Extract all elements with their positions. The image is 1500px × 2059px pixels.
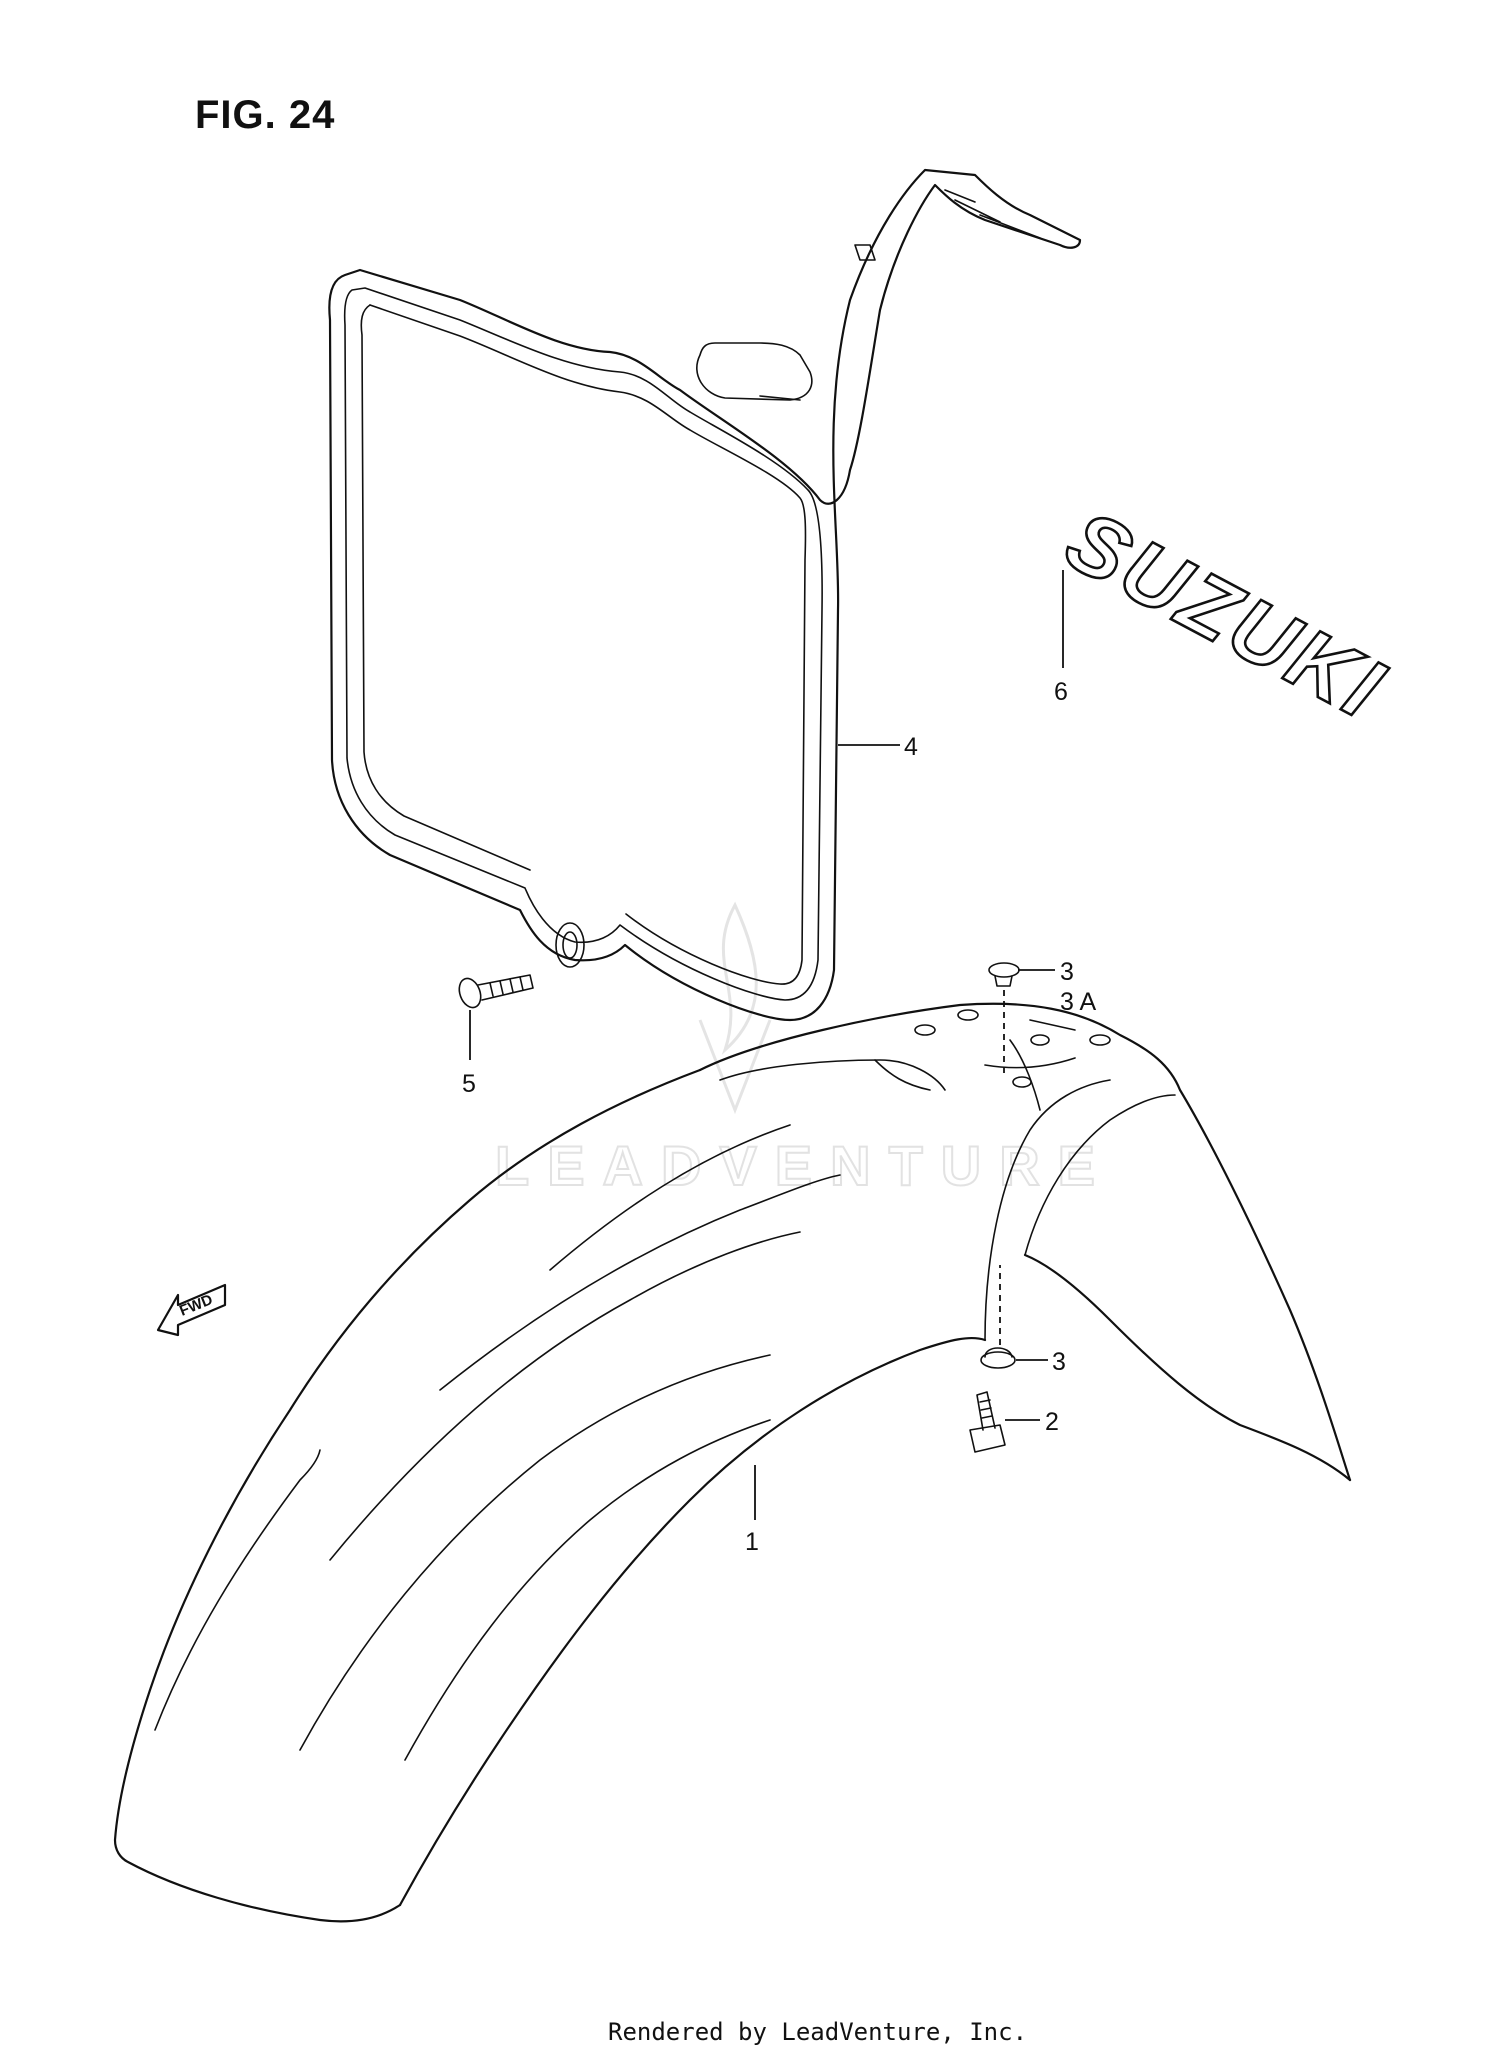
- callout-screw: 5: [462, 1070, 476, 1098]
- washer-bottom: [980, 1265, 1048, 1369]
- suzuki-emblem: SUZUKI: [1050, 491, 1401, 740]
- callout-emblem: 6: [1054, 678, 1068, 706]
- front-fender: [113, 1002, 1352, 1923]
- callout-washer-top: 3: [1060, 958, 1074, 986]
- figure-title: FIG. 24: [195, 93, 335, 137]
- watermark-text: LEADVENTURE: [495, 1134, 1113, 1197]
- footer-credit: Rendered by LeadVenture, Inc.: [608, 2018, 1027, 2046]
- suzuki-logo: SUZUKI: [1051, 492, 1400, 738]
- callout-washer-top-alt: 3 A: [1060, 988, 1096, 1016]
- bolt: [969, 1391, 1040, 1453]
- fwd-label: FWD: [177, 1291, 215, 1320]
- fwd-arrow: FWD: [156, 1283, 227, 1337]
- callout-number-plate: 4: [904, 733, 918, 761]
- callout-washer-bottom: 3: [1052, 1348, 1066, 1376]
- screw: [458, 974, 534, 1060]
- washer-top: [988, 962, 1055, 1075]
- callout-bolt: 2: [1045, 1408, 1059, 1436]
- watermark: LEADVENTURE: [494, 901, 1113, 1198]
- number-plate: [328, 168, 1082, 1022]
- callout-front-fender: 1: [745, 1528, 759, 1556]
